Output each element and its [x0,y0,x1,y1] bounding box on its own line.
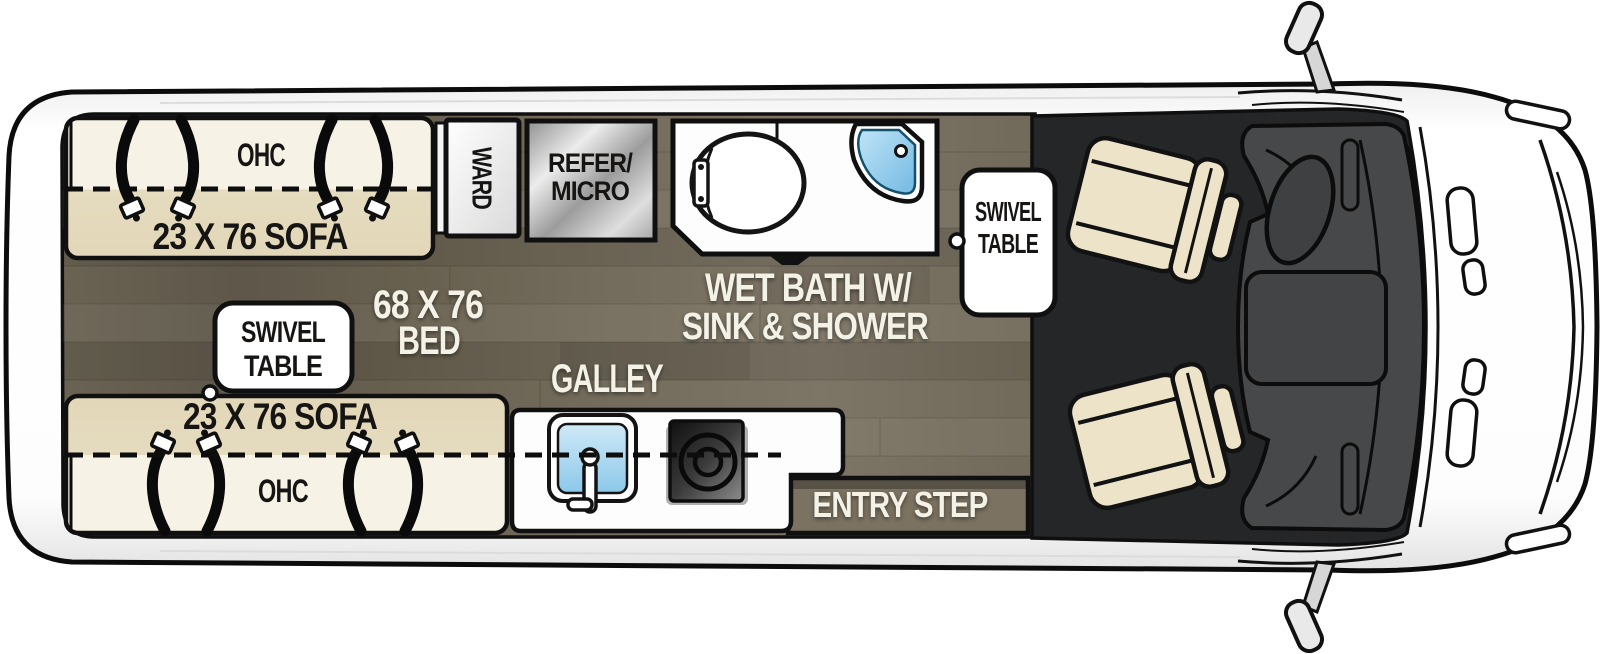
toilet-icon [689,131,807,235]
sofa-label-bottom: 23 X 76 SOFA [183,396,377,437]
wet-bath-label-line1: WET BATH W/ [705,266,912,310]
wardrobe-cabinet [434,117,522,239]
swivel-table-rear [201,300,355,402]
swivel-table-rear-label-line1: SWIVEL [241,316,326,349]
ohc-label-top: OHC [237,137,286,173]
wet-bath-room [670,118,940,265]
galley-sink-icon [547,413,638,514]
galley-counter [509,407,846,534]
refrigerator-microwave-cabinet [524,118,658,243]
hood-vent-icon [1445,186,1487,468]
refrigerator-label-line2: MICRO [551,176,629,206]
seatbelt-icons-top-sofa [115,114,394,222]
seatbelt-icons-bottom-sofa [146,429,424,537]
sofa-label-top: 23 X 76 SOFA [153,216,348,257]
cooktop-icon [666,419,748,505]
side-mirror-top-icon [1283,0,1337,94]
roof-crease-line [159,96,1241,104]
swivel-table-front-label-line1: SWIVEL [975,196,1042,227]
front-grille-lines [1538,139,1585,515]
bed-label-line1: 68 X 76 [373,283,483,327]
refrigerator-label-line1: REFER/ [548,148,633,178]
shower-drain-icon [894,144,908,158]
swivel-table-front [948,167,1058,318]
wet-bath-label-line2: SINK & SHOWER [682,306,928,348]
corner-shower-icon [849,121,925,204]
steering-wheel-icon [1264,154,1336,266]
bed-label-line2: BED [398,319,460,363]
ohc-label-bottom: OHC [258,473,309,509]
table-pivot-icon [201,384,219,402]
bath-door-notch [770,256,810,265]
swivel-table-rear-label-line2: TABLE [244,350,322,383]
table-pivot-icon [948,232,966,250]
galley-label: GALLEY [551,357,664,401]
wardrobe-label: WARD [467,147,498,210]
cowl-line [1418,126,1440,528]
entry-step-shadow [790,480,1026,489]
center-console [1244,270,1388,386]
side-mirror-bottom-icon [1283,560,1337,654]
cab-seat-passenger [1067,361,1246,511]
cab-seat-driver [1065,135,1244,285]
entry-step-label: ENTRY STEP [813,484,988,525]
swivel-table-front-label-line2: TABLE [978,228,1038,259]
sofa-bottom [63,393,510,536]
headlight-icon [1504,99,1572,555]
faucet-icon [566,447,600,514]
floor-crease-line [159,550,1241,558]
